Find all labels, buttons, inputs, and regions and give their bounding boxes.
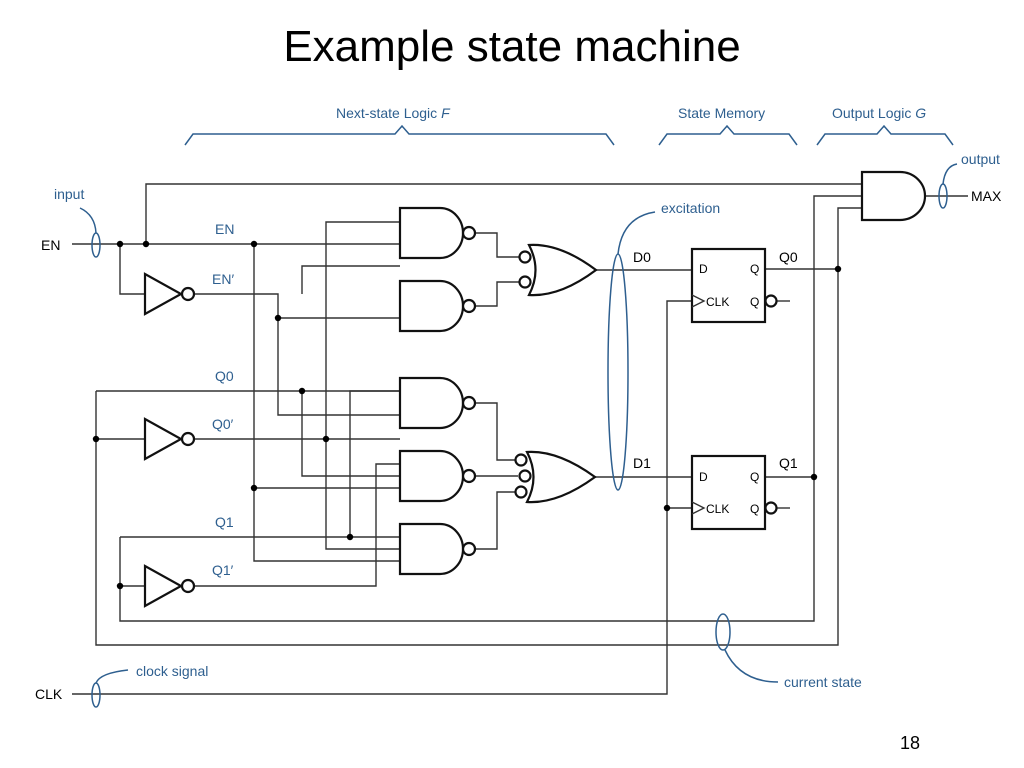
inverter-q0 (143, 417, 196, 461)
label-current-state: current state (784, 674, 862, 690)
signal-d0: D0 (633, 249, 651, 265)
annotation-clock-signal (91, 669, 129, 708)
svg-text:Q: Q (750, 470, 759, 484)
and-gate-max (860, 170, 927, 222)
annotation-excitation (607, 211, 656, 491)
signal-q0: Q0 (215, 368, 234, 384)
svg-text:Q: Q (750, 502, 759, 516)
nand-gate-4 (398, 449, 477, 503)
section-label-output-logic: Output Logic G (832, 105, 926, 121)
nand-gate-3 (398, 376, 477, 430)
nand-gate-5 (398, 522, 477, 576)
nand-gate-2 (398, 279, 477, 333)
signal-en-input: EN (41, 237, 60, 253)
svg-text:CLK: CLK (706, 502, 729, 516)
annotation-current-state (715, 613, 779, 683)
section-label-state-memory: State Memory (678, 105, 765, 121)
signal-q0-out: Q0 (779, 249, 798, 265)
signal-d1: D1 (633, 455, 651, 471)
signal-max: MAX (971, 188, 1002, 204)
annotation-input (79, 207, 101, 258)
signal-q1: Q1 (215, 514, 234, 530)
label-clock-signal: clock signal (136, 663, 208, 679)
svg-text:D: D (699, 470, 708, 484)
inverter-en (143, 272, 196, 316)
label-output: output (961, 151, 1000, 167)
signal-en: EN (215, 221, 234, 237)
annotation-output (938, 163, 958, 209)
brace-state-memory (658, 124, 798, 146)
brace-output-logic (816, 124, 954, 146)
signal-clk-input: CLK (35, 686, 63, 702)
or-gate-d0 (518, 243, 598, 297)
svg-text:D: D (699, 262, 708, 276)
signal-q1-out: Q1 (779, 455, 798, 471)
svg-text:Q: Q (750, 262, 759, 276)
label-excitation: excitation (661, 200, 720, 216)
label-input: input (54, 186, 84, 202)
section-label-next-state: Next-state Logic F (336, 105, 451, 121)
inverter-q1 (143, 564, 196, 608)
brace-next-state-logic (184, 124, 615, 146)
signal-en-not: EN′ (212, 271, 234, 287)
junction-dots (92, 240, 842, 590)
wires (72, 183, 968, 695)
svg-text:Q: Q (750, 295, 759, 309)
flipflop-1: D Q CLK Q (690, 454, 778, 531)
slide-title: Example state machine (283, 22, 741, 71)
signal-q0-not: Q0′ (212, 416, 234, 432)
nand-gate-1 (398, 206, 477, 260)
page-number: 18 (900, 733, 921, 753)
svg-text:CLK: CLK (706, 295, 729, 309)
or-gate-d1 (514, 450, 597, 504)
signal-q1-not: Q1′ (212, 562, 234, 578)
flipflop-0: D Q CLK Q (690, 247, 778, 324)
